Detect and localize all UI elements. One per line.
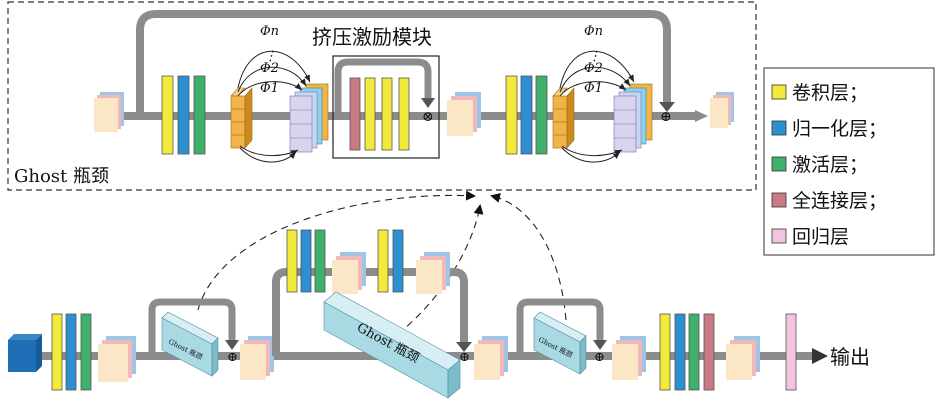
- ghost-conv-layer-1: [161, 75, 174, 155]
- network-bn-layer-1: [65, 313, 77, 391]
- ghost-add-symbol: ⊕: [660, 109, 672, 125]
- legend-label-bn: 归一化层；: [792, 118, 887, 140]
- network-input-image: [8, 334, 42, 372]
- se-conv-layer-3: [398, 77, 410, 151]
- network-feature-map-6: [612, 336, 646, 380]
- network-conv-layer-3: [377, 229, 389, 293]
- ghost-linear-ops-arcs-2: [559, 50, 635, 163]
- legend-label-fc: 全连接层；: [792, 190, 887, 212]
- se-multiply-symbol: ⊗: [422, 109, 434, 125]
- network-ghost-block-1: Ghost 瓶颈: [161, 311, 219, 377]
- ghost-linear-ops-arcs-1: [237, 50, 311, 163]
- legend-swatch-act: [771, 156, 787, 172]
- network-bn-layer-4: [674, 313, 686, 391]
- ghost-act-layer-1: [193, 75, 206, 155]
- ghost-stacked-features-2: [613, 83, 653, 153]
- legend-label-reg: 回归层: [792, 226, 849, 248]
- ghost-skip-connection: [136, 10, 671, 112]
- network-skip-1: [148, 298, 236, 356]
- se-module-inner-skip: [334, 58, 432, 112]
- legend-swatch-conv: [771, 84, 787, 100]
- network-ghost-block-2: Ghost 瓶颈: [323, 291, 461, 399]
- network-regression-layer: [785, 313, 797, 391]
- network-add-symbol-3: ⊕: [594, 350, 605, 365]
- network-feature-map-7: [726, 336, 760, 380]
- phi-1-label-1: Φ1: [260, 81, 279, 96]
- phi-2-label-1: Φ2: [260, 61, 279, 76]
- phi-2-label-2: Φ2: [584, 61, 603, 76]
- se-module-title: 挤压激励模块: [312, 25, 432, 49]
- network-act-layer-1: [80, 313, 92, 391]
- phi-n-label-1: Φn: [260, 24, 279, 39]
- network-bn-layer-3: [392, 229, 404, 293]
- network-feature-map-4: [416, 252, 450, 294]
- network-output-label: 输出: [830, 345, 870, 369]
- phi-1-label-2: Φ1: [584, 81, 603, 96]
- ghost-conv-layer-2: [505, 75, 518, 155]
- legend-swatch-bn: [771, 120, 787, 136]
- network-bn-layer-2: [300, 229, 312, 293]
- dots-label-1: ⋮: [264, 49, 277, 64]
- ghost-act-layer-2: [535, 75, 548, 155]
- legend-swatch-reg: [771, 228, 787, 244]
- ghost-module-title: Ghost 瓶颈: [14, 166, 109, 187]
- se-conv-layer-2: [381, 77, 393, 151]
- ghost-stacked-features-1: [289, 83, 329, 153]
- network-add-symbol-1: ⊕: [227, 350, 238, 365]
- se-conv-layer-1: [364, 77, 376, 151]
- dots-label-2: ⋮: [588, 49, 601, 64]
- legend-label-conv: 卷积层；: [792, 82, 868, 104]
- network-skip-3-arrowhead: [593, 340, 607, 350]
- ghost-output-arrow: [695, 110, 708, 122]
- network-skip-1-arrowhead: [225, 340, 239, 350]
- ghost-skip-arrowhead: [659, 102, 675, 112]
- phi-n-label-2: Φn: [584, 24, 603, 39]
- network-output-arrow: [812, 348, 828, 364]
- ghost-bn-layer-1: [177, 75, 190, 155]
- network-ghost-block-3: Ghost 瓶颈: [533, 311, 587, 375]
- network-act-layer-4: [688, 313, 700, 391]
- network-conv-layer-1: [51, 313, 63, 391]
- ghost-output-feature-map: [710, 92, 734, 128]
- ghost-module-dashed-box: [7, 1, 757, 191]
- se-module-box: [332, 55, 440, 159]
- se-fc-layer-1: [349, 77, 361, 151]
- network-conv-layer-4: [659, 313, 671, 391]
- network-skip-3: [516, 298, 604, 356]
- network-feature-map-2: [240, 336, 274, 380]
- legend-swatch-fc: [771, 192, 787, 208]
- ghost-intrinsic-features-1: [230, 87, 253, 149]
- ghost-zoom-dashed-links: [197, 190, 567, 335]
- ghost-middle-feature-map: [447, 92, 481, 136]
- ghost-bn-layer-2: [520, 75, 533, 155]
- ghost-intrinsic-features-2: [552, 87, 575, 149]
- network-conv-layer-2: [286, 229, 298, 293]
- network-feature-map-1: [98, 336, 136, 382]
- network-add-symbol-2: ⊕: [459, 350, 470, 365]
- ghost-input-feature-map: [94, 92, 124, 132]
- network-skip-2: [272, 268, 468, 356]
- legend-label-act: 激活层；: [792, 154, 868, 176]
- legend-box: [763, 67, 935, 256]
- legend: 卷积层； 归一化层； 激活层； 全连接层； 回归层: [763, 67, 935, 256]
- network-skip-2-arrowhead: [456, 342, 472, 352]
- network-fc-layer-1: [703, 313, 715, 391]
- network-feature-map-3: [332, 252, 366, 294]
- network-feature-map-5: [474, 336, 508, 380]
- se-module-skip-arrowhead: [421, 98, 435, 108]
- network-act-layer-2: [314, 229, 326, 293]
